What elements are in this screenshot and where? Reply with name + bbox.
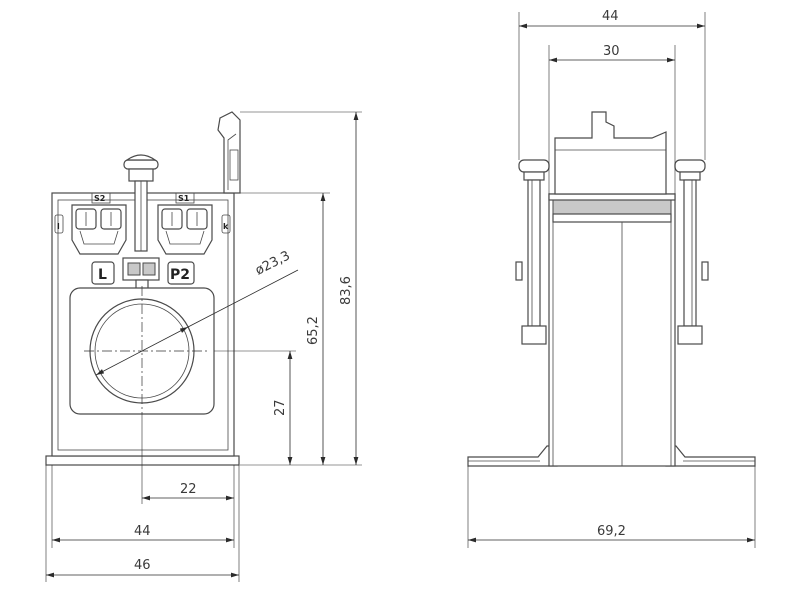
side-body-shoulder bbox=[552, 213, 672, 223]
s2-label: S2 bbox=[94, 194, 105, 203]
side-base-plate-right bbox=[665, 445, 756, 467]
base-width-label: 46 bbox=[134, 558, 151, 573]
side-base-plate bbox=[467, 445, 558, 467]
bore-offset-label: 22 bbox=[180, 482, 197, 497]
terminal-s2 bbox=[71, 204, 127, 255]
front-base-plate bbox=[45, 455, 240, 466]
right-side-label: k bbox=[223, 222, 229, 231]
hook-slot bbox=[229, 149, 239, 181]
s1-label-box bbox=[175, 192, 195, 204]
bar-clamp-left bbox=[127, 262, 141, 276]
side-inner-width-label: 30 bbox=[603, 44, 620, 59]
s1-label: S1 bbox=[178, 194, 190, 203]
left-side-label: l bbox=[57, 222, 60, 231]
p2-label: P2 bbox=[170, 267, 190, 283]
side-left-screw bbox=[515, 159, 550, 345]
center-screw bbox=[123, 154, 159, 252]
bore-diameter-leader bbox=[187, 269, 299, 328]
side-view bbox=[467, 111, 756, 467]
body-width-label: 44 bbox=[134, 524, 151, 539]
left-side-tab bbox=[54, 214, 64, 234]
front-view: l k S2 S1 bbox=[45, 111, 241, 466]
hook-bracket-edge bbox=[227, 133, 237, 190]
bar-clamp-right bbox=[142, 262, 156, 276]
right-side-tab bbox=[221, 214, 231, 234]
side-terminal-strip bbox=[552, 199, 672, 215]
side-base-width-label: 69,2 bbox=[597, 524, 626, 539]
side-dimensions: 44 30 69,2 bbox=[467, 9, 756, 548]
side-top-width-label: 44 bbox=[602, 9, 619, 24]
s2-label-box bbox=[91, 192, 111, 204]
l-label: L bbox=[98, 267, 107, 283]
hook-bracket bbox=[217, 111, 241, 194]
bore-diameter-label: ø23,3 bbox=[253, 248, 293, 278]
terminal-s1 bbox=[157, 204, 213, 255]
bore-diameter-line bbox=[95, 326, 189, 376]
side-body-top-edge bbox=[548, 193, 676, 201]
total-height-label: 83,6 bbox=[339, 276, 354, 305]
side-right-screw bbox=[674, 159, 709, 345]
p2-label-box bbox=[167, 261, 195, 285]
bore-height-label: 27 bbox=[273, 399, 288, 416]
side-top-cover bbox=[554, 111, 667, 195]
body-height-label: 65,2 bbox=[306, 316, 321, 345]
side-body bbox=[548, 193, 676, 467]
l-label-box bbox=[91, 261, 115, 285]
